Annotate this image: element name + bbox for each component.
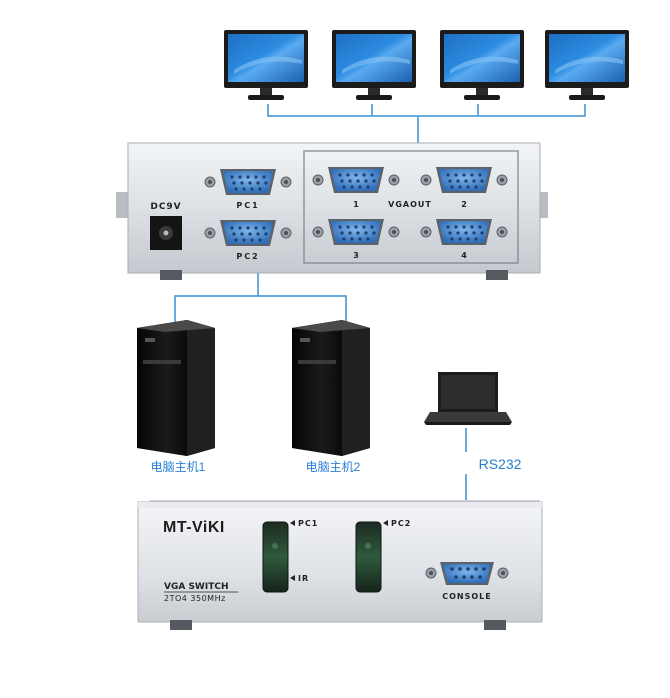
host1-label: 电脑主机1	[151, 460, 206, 474]
laptop-icon	[424, 372, 512, 425]
spec-label: 2TO4 350MHz	[164, 594, 226, 603]
monitor-icon	[440, 30, 524, 100]
monitor-icon	[224, 30, 308, 100]
pc-cables	[174, 273, 347, 330]
desktop-tower-2	[292, 320, 370, 456]
out1-label: 1	[353, 200, 359, 209]
switch-front-panel: MT-ViKI VGA SWITCH 2TO4 350MHz PC1 IR PC…	[137, 500, 543, 630]
rs232-label: RS232	[479, 456, 522, 472]
monitor-2	[332, 30, 416, 100]
monitor-icon	[332, 30, 416, 100]
monitor-1	[224, 30, 308, 100]
out3-label: 3	[353, 251, 359, 260]
monitor-3	[440, 30, 524, 100]
out2-label: 2	[461, 200, 467, 209]
console-label: CONSOLE	[442, 592, 492, 601]
ir-indicator-label: IR	[298, 574, 309, 583]
monitor-icon	[545, 30, 629, 100]
monitor-4	[545, 30, 629, 100]
switch-back-panel: DC9V PC1 PC2 1 VGAOUT 2 3 4	[116, 142, 548, 280]
power-label: DC9V	[150, 202, 181, 212]
desktop-tower-icon	[292, 320, 370, 456]
pc1-indicator-label: PC1	[298, 519, 318, 528]
desktop-tower-icon	[137, 320, 215, 456]
model-label: VGA SWITCH	[164, 582, 229, 592]
pc1-port-label: PC1	[236, 201, 259, 210]
console-port	[425, 562, 509, 585]
desktop-tower-1	[137, 320, 215, 456]
pc2-port-label: PC2	[236, 252, 259, 261]
vgaout-label: VGAOUT	[388, 200, 432, 209]
host2-label: 电脑主机2	[306, 460, 361, 474]
brand-logo: MT-ViKI	[163, 519, 225, 536]
out4-label: 4	[461, 251, 467, 260]
pc2-indicator-label: PC2	[391, 519, 411, 528]
